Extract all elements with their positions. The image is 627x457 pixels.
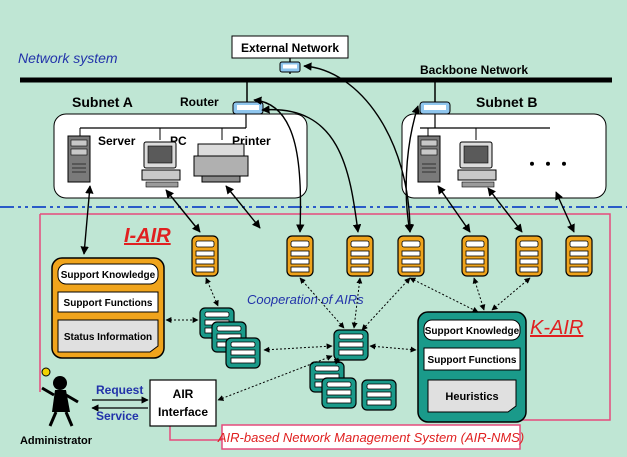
i-air-agent-5 <box>461 235 489 277</box>
subnet-a-label: Subnet A <box>72 94 133 110</box>
i-air-agent-1 <box>191 235 219 277</box>
k-air-box: Support Knowledge Support Functions Heur… <box>417 311 527 423</box>
router-label: Router <box>180 95 219 109</box>
k-air-support-knowledge: Support Knowledge <box>425 326 520 337</box>
k-air-agent-4 <box>333 329 369 361</box>
backbone-router-icon <box>279 61 301 73</box>
external-network-box: External Network <box>231 35 349 59</box>
more-devices-ellipsis: ・・・ <box>524 157 572 174</box>
printer-icon <box>193 143 249 183</box>
administrator-label: Administrator <box>20 435 93 447</box>
i-air-status-information: Status Information <box>64 332 152 343</box>
i-air-agent-4 <box>397 235 425 277</box>
server-label: Server <box>98 134 136 148</box>
i-air-agent-3 <box>346 235 374 277</box>
administrator-icon <box>41 367 79 427</box>
air-interface-line-2: Interface <box>158 405 208 419</box>
cooperation-label: Cooperation of AIRs <box>247 292 364 307</box>
service-label: Service <box>96 409 139 423</box>
k-air-agent-7 <box>361 379 397 411</box>
subnet-a-box <box>53 113 308 199</box>
k-air-heuristics: Heuristics <box>445 391 498 403</box>
pc-icon <box>141 141 181 188</box>
server-icon <box>67 135 91 183</box>
network-system-label: Network system <box>18 50 118 66</box>
k-air-agent-6 <box>321 377 357 409</box>
monitoring-arrows <box>80 62 575 255</box>
i-air-box: Support Knowledge Support Functions Stat… <box>51 257 165 359</box>
i-air-support-functions: Support Functions <box>64 298 153 309</box>
i-air-label: I-AIR <box>124 225 171 247</box>
system-name-box <box>221 424 521 450</box>
k-air-agent-3 <box>225 337 261 369</box>
system-name-label: AIR-based Network Management System (AIR… <box>217 430 524 445</box>
air-interface-box: AIR Interface <box>149 379 217 427</box>
request-label: Request <box>96 383 143 397</box>
pc-icon-b <box>457 141 497 188</box>
k-air-support-functions: Support Functions <box>428 355 517 366</box>
i-air-agent-6 <box>515 235 543 277</box>
k-air-label: K-AIR <box>530 317 583 339</box>
i-air-support-knowledge: Support Knowledge <box>61 270 156 281</box>
air-interface-line-1: AIR <box>173 387 194 401</box>
subnet-b-label: Subnet B <box>476 94 537 110</box>
server-icon-b <box>417 135 441 183</box>
i-air-agent-2 <box>286 235 314 277</box>
i-air-agent-7 <box>565 235 593 277</box>
external-network-label: External Network <box>241 41 339 55</box>
subnet-b-router-icon <box>419 101 451 115</box>
cooperation-arrows <box>165 277 531 401</box>
subnet-a-router-icon <box>232 101 264 115</box>
backbone-network-label: Backbone Network <box>420 63 528 77</box>
